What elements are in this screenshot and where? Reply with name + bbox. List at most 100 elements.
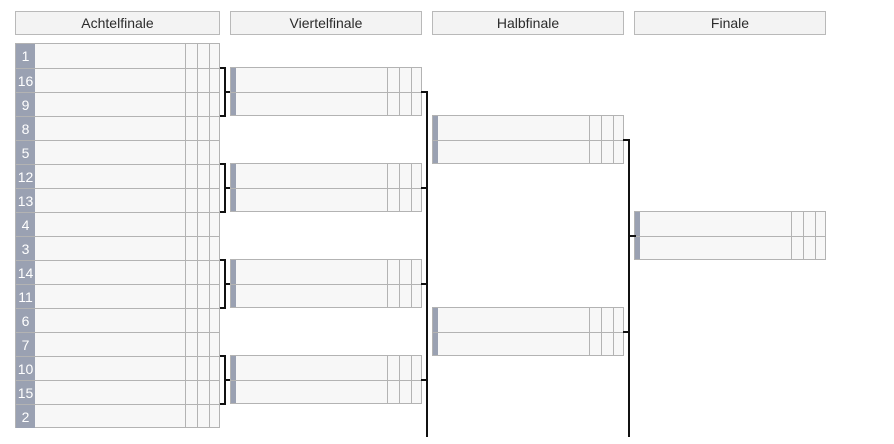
connector-line: [220, 211, 226, 213]
seed-number: 13: [16, 189, 35, 212]
team-slot[interactable]: 4: [16, 212, 219, 236]
round-header-finale: Finale: [634, 11, 826, 35]
team-slot[interactable]: 15: [16, 380, 219, 404]
score-divider: [387, 68, 388, 115]
team-slot[interactable]: [635, 236, 825, 260]
team-slot[interactable]: 12: [16, 164, 219, 188]
connector-line: [426, 91, 428, 437]
score-divider: [613, 308, 614, 355]
team-slot[interactable]: [433, 332, 623, 356]
winner-indicator: [231, 356, 236, 403]
seed-number: 5: [16, 141, 35, 164]
match-viertelfinale-2: [230, 163, 422, 212]
team-slot[interactable]: 7: [16, 332, 219, 356]
team-slot[interactable]: [231, 284, 421, 308]
team-slot[interactable]: [433, 308, 623, 332]
seed-number: 14: [16, 261, 35, 284]
score-divider: [411, 260, 412, 307]
round-header-achtelfinale: Achtelfinale: [15, 11, 220, 35]
team-slot[interactable]: [231, 380, 421, 404]
match-halbfinale-1: [432, 115, 624, 164]
seed-number: 3: [16, 237, 35, 260]
seed-number: 12: [16, 165, 35, 188]
seed-number: 6: [16, 309, 35, 332]
team-slot[interactable]: [231, 92, 421, 116]
winner-indicator: [433, 116, 438, 163]
team-slot[interactable]: [231, 68, 421, 92]
score-divider: [387, 164, 388, 211]
team-slot[interactable]: [231, 188, 421, 212]
connector-line: [623, 139, 630, 141]
winner-indicator: [231, 164, 236, 211]
team-slot[interactable]: [433, 140, 623, 164]
score-divider: [411, 164, 412, 211]
team-slot[interactable]: 13: [16, 188, 219, 212]
seed-number: 16: [16, 69, 35, 92]
team-slot[interactable]: 10: [16, 356, 219, 380]
score-divider: [589, 308, 590, 355]
seed-number: 1: [16, 44, 35, 68]
team-slot[interactable]: [635, 212, 825, 236]
connector-line: [224, 187, 230, 189]
team-slot[interactable]: [231, 260, 421, 284]
team-slot[interactable]: 3: [16, 236, 219, 260]
match-viertelfinale-3: [230, 259, 422, 308]
seed-number: 4: [16, 213, 35, 236]
team-slot[interactable]: [433, 116, 623, 140]
round-header-viertelfinale: Viertelfinale: [230, 11, 422, 35]
team-slot[interactable]: 16: [16, 68, 219, 92]
match-viertelfinale-1: [230, 67, 422, 116]
team-slot[interactable]: 1: [16, 44, 219, 68]
connector-line: [421, 379, 428, 381]
connector-line: [224, 91, 230, 93]
seed-number: 10: [16, 357, 35, 380]
winner-indicator: [231, 260, 236, 307]
team-slot[interactable]: 8: [16, 116, 219, 140]
score-divider: [613, 116, 614, 163]
score-divider: [197, 44, 198, 427]
connector-line: [628, 139, 630, 437]
winner-indicator: [433, 308, 438, 355]
team-slot[interactable]: 5: [16, 140, 219, 164]
score-divider: [399, 260, 400, 307]
team-slot[interactable]: 2: [16, 404, 219, 428]
connector-line: [628, 235, 636, 237]
score-divider: [399, 356, 400, 403]
score-divider: [209, 44, 210, 427]
connector-line: [220, 355, 226, 357]
team-slot[interactable]: 14: [16, 260, 219, 284]
team-slot[interactable]: 6: [16, 308, 219, 332]
connector-line: [224, 379, 230, 381]
connector-line: [224, 283, 230, 285]
score-divider: [399, 68, 400, 115]
winner-indicator: [635, 212, 640, 259]
seed-number: 9: [16, 93, 35, 116]
score-divider: [399, 164, 400, 211]
score-divider: [815, 212, 816, 259]
seed-number: 15: [16, 381, 35, 404]
team-slot[interactable]: [231, 164, 421, 188]
score-divider: [601, 116, 602, 163]
match-viertelfinale-4: [230, 355, 422, 404]
connector-line: [421, 91, 428, 93]
connector-line: [623, 331, 630, 333]
team-slot[interactable]: [231, 356, 421, 380]
connector-line: [421, 187, 428, 189]
seed-number: 8: [16, 117, 35, 140]
round-header-halbfinale: Halbfinale: [432, 11, 624, 35]
team-slot[interactable]: 11: [16, 284, 219, 308]
score-divider: [791, 212, 792, 259]
winner-indicator: [231, 68, 236, 115]
connector-line: [220, 67, 226, 69]
score-divider: [589, 116, 590, 163]
score-divider: [387, 260, 388, 307]
score-divider: [411, 68, 412, 115]
score-divider: [387, 356, 388, 403]
team-slot[interactable]: 9: [16, 92, 219, 116]
score-divider: [601, 308, 602, 355]
match-halbfinale-2: [432, 307, 624, 356]
seed-number: 2: [16, 405, 35, 428]
connector-line: [220, 259, 226, 261]
connector-line: [220, 163, 226, 165]
connector-line: [220, 307, 226, 309]
